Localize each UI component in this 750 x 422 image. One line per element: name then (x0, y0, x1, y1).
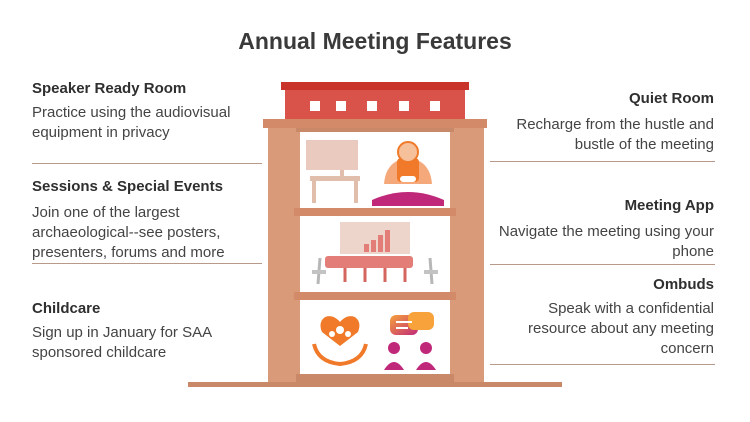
conversation-people-icon (384, 312, 436, 370)
divider (490, 364, 715, 365)
divider (490, 264, 715, 265)
feature-description: Recharge from the hustle and bustle of t… (516, 116, 714, 153)
feature-meeting-app: Meeting App Navigate the meeting using y… (494, 197, 714, 262)
conference-table-icon (312, 222, 438, 285)
divider (490, 161, 715, 162)
feature-heading: Speaker Ready Room (32, 80, 187, 97)
feature-description: Speak with a confidential resource about… (528, 300, 714, 357)
divider (32, 163, 262, 164)
feature-heading: Meeting App (624, 197, 714, 214)
feature-description: Join one of the largest archaeological--… (32, 204, 225, 261)
feature-heading: Sessions & Special Events (32, 178, 223, 195)
ground-line (188, 382, 562, 387)
divider (32, 263, 262, 264)
feature-speaker-ready-room: Speaker Ready Room Practice using the au… (32, 80, 247, 143)
cornice (263, 119, 487, 128)
feature-childcare: Childcare Sign up in January for SAA spo… (32, 300, 247, 363)
feature-description: Practice using the audiovisual equipment… (32, 104, 231, 141)
feature-description: Navigate the meeting using your phone (498, 223, 714, 260)
feature-quiet-room: Quiet Room Recharge from the hustle and … (494, 90, 714, 155)
feature-heading: Ombuds (653, 276, 714, 293)
caring-hands-heart-icon (312, 316, 368, 367)
right-pillar (450, 128, 484, 383)
page-title: Annual Meeting Features (238, 28, 512, 54)
feature-heading: Quiet Room (629, 90, 714, 107)
desk-chair-icon (306, 140, 360, 203)
feature-description: Sign up in January for SAA sponsored chi… (32, 324, 212, 361)
roof-cap (281, 82, 469, 90)
feature-heading: Childcare (32, 300, 101, 317)
left-pillar (268, 128, 300, 383)
floor-slab-3 (294, 208, 456, 216)
floor-slab-2 (294, 292, 456, 300)
meditating-person-icon (372, 141, 444, 206)
feature-ombuds: Ombuds Speak with a confidential resourc… (494, 276, 714, 359)
feature-sessions-special-events: Sessions & Special Events Join one of th… (32, 178, 247, 263)
